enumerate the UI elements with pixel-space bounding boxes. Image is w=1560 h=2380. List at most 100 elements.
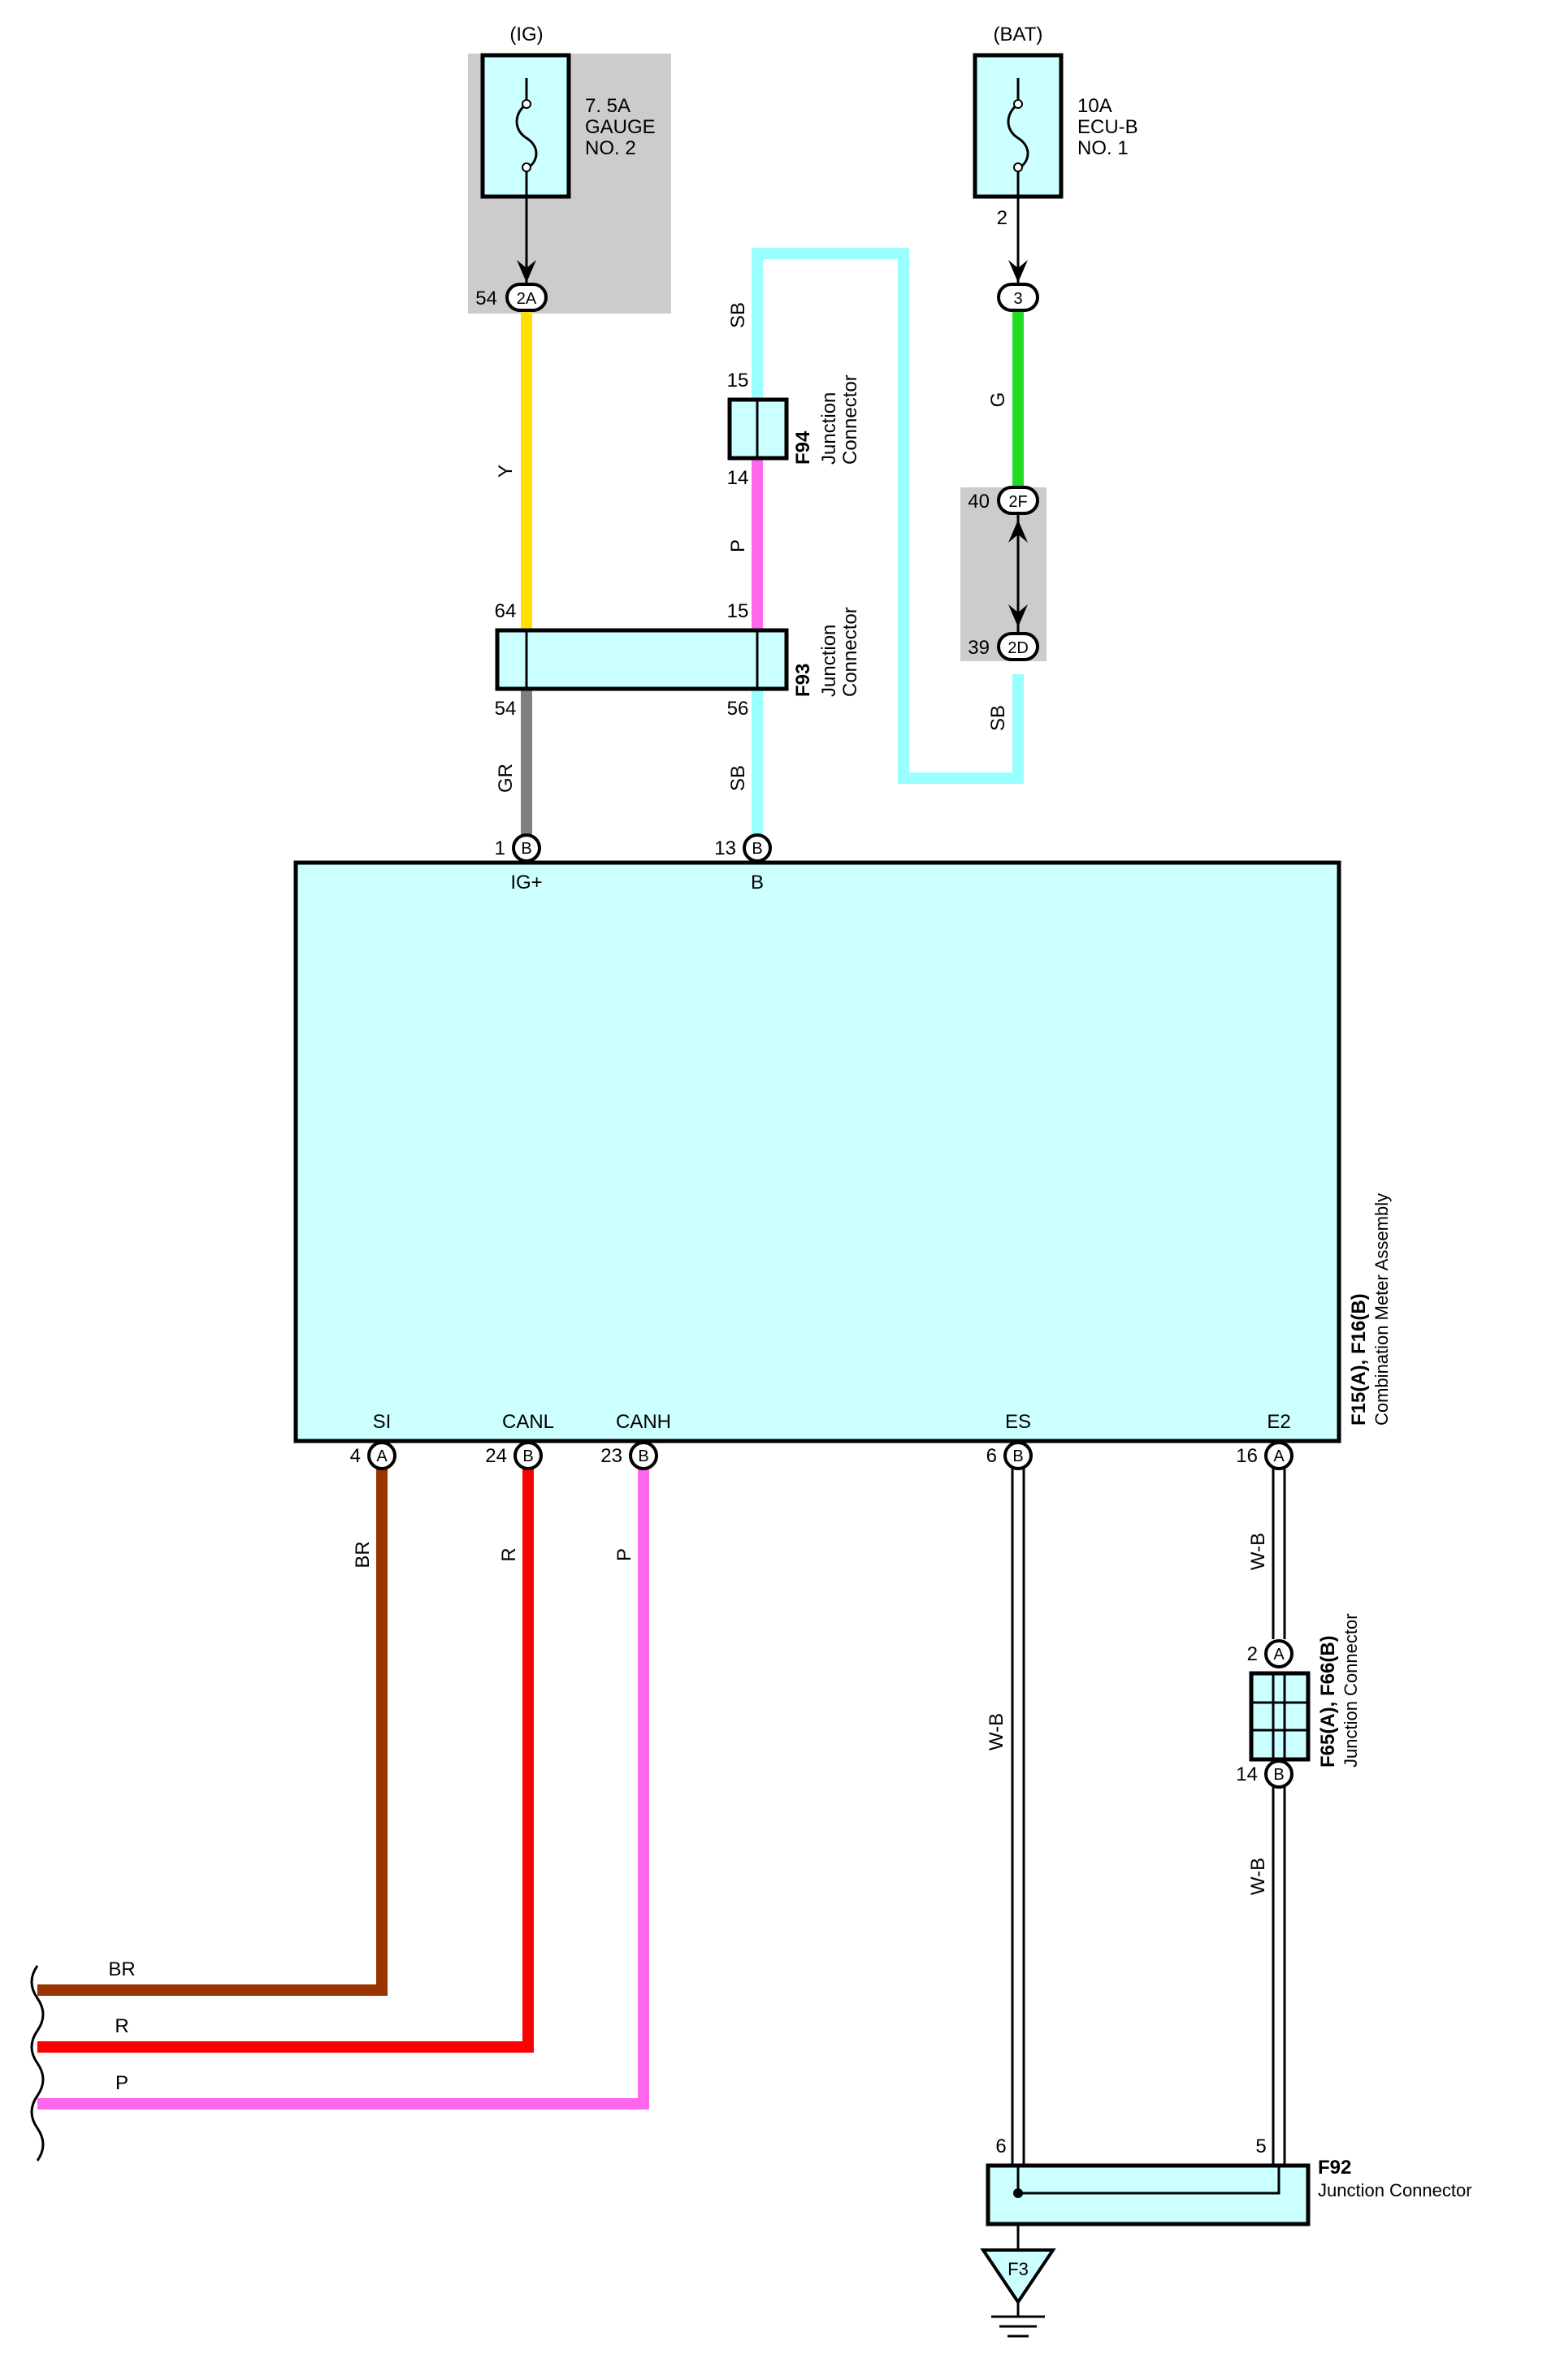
- wire-wb-e2-top: [1272, 1469, 1286, 1639]
- f65-pin-b-num: 14: [1236, 1763, 1258, 1785]
- f92-label: Junction Connector: [1318, 2180, 1472, 2200]
- wire-label-g: G: [987, 392, 1009, 408]
- f65-code: F65(A), F66(B): [1317, 1635, 1339, 1768]
- wire-label-p: P: [613, 1548, 635, 1561]
- connector-2f: [997, 486, 1039, 515]
- fuse-bat-rating: 10A: [1077, 95, 1112, 117]
- wire-wb-es: [1011, 1469, 1025, 2167]
- f93-pin-tr: 15: [727, 600, 749, 622]
- wire-p: [37, 1469, 649, 2110]
- wire-sb-loop: [752, 248, 1024, 784]
- fuse-bat: [973, 53, 1064, 288]
- fuse-bat-source: (BAT): [994, 24, 1043, 45]
- combination-meter-assembly: [293, 860, 1341, 1443]
- f93-pin-br: 56: [727, 698, 749, 720]
- connector-2a: [505, 283, 548, 312]
- meter-pin-e2-num: 16: [1236, 1445, 1258, 1467]
- fuse-ig-source: (IG): [509, 24, 543, 45]
- f65-pin-b: [1264, 1759, 1294, 1789]
- meter-name: Combination Meter Assembly: [1372, 1193, 1392, 1426]
- meter-pin-canl-signal: CANL: [502, 1411, 554, 1433]
- wire-label-gr: GR: [495, 764, 517, 793]
- connector-2d: [997, 632, 1039, 661]
- connector-2a-code: 2A: [517, 290, 537, 308]
- f93-code: F93: [792, 664, 814, 697]
- wire-label-r: R: [498, 1547, 520, 1561]
- meter-pin-e2: [1264, 1441, 1294, 1470]
- f65-pin-a-num: 2: [1247, 1643, 1258, 1665]
- wire-label-br: BR: [352, 1541, 374, 1568]
- wire-label-p-f94: P: [727, 539, 749, 552]
- fuse-ig-name: GAUGE: [585, 116, 656, 138]
- meter-pin-ig-num: 1: [495, 837, 505, 859]
- f65-pin-a-letter: A: [1273, 1646, 1285, 1664]
- meter-pin-es-letter: B: [1012, 1447, 1023, 1465]
- f92-code: F92: [1318, 2157, 1351, 2179]
- meter-pin-canl-num: 24: [485, 1445, 507, 1467]
- meter-pin-si-signal: SI: [373, 1411, 392, 1433]
- connector-2f-pin: 40: [968, 491, 990, 513]
- f65-pin-a: [1264, 1639, 1294, 1668]
- junction-f93: [495, 628, 789, 691]
- meter-pin-es-signal: ES: [1005, 1411, 1031, 1433]
- fuse-bat-name: ECU-B: [1077, 116, 1138, 138]
- wire-label-sb-f93: SB: [727, 765, 749, 791]
- meter-pin-canh: [629, 1441, 658, 1470]
- wire-wb-e2-bottom: [1272, 1787, 1286, 2167]
- f92-pin-r: 5: [1255, 2136, 1266, 2157]
- break-mark: [30, 1965, 45, 2161]
- meter-pin-canl: [514, 1441, 543, 1470]
- connector-3-code: 3: [1013, 290, 1022, 308]
- wire-label-wb-e2-bottom: W-B: [1247, 1858, 1269, 1895]
- wire-label-wb-es: W-B: [986, 1713, 1008, 1750]
- meter-pin-ig: [512, 833, 541, 863]
- meter-pin-ig-letter: B: [521, 840, 531, 858]
- meter-pin-e2-signal: E2: [1267, 1411, 1290, 1433]
- f94-pin-bottom: 14: [727, 467, 749, 489]
- connector-2d-code: 2D: [1008, 639, 1029, 657]
- wire-label-p-out: P: [115, 2072, 128, 2094]
- wire-label-y: Y: [495, 465, 517, 478]
- meter-pin-si-letter: A: [376, 1447, 388, 1465]
- meter-pin-e2-letter: A: [1273, 1447, 1285, 1465]
- wire-label-wb-e2-top: W-B: [1247, 1533, 1269, 1570]
- meter-pin-si: [367, 1441, 396, 1470]
- meter-pin-canh-num: 23: [600, 1445, 622, 1467]
- wire-label-sb-2d: SB: [987, 705, 1009, 731]
- meter-code: F15(A), F16(B): [1348, 1293, 1370, 1426]
- connector-2a-pin: 54: [475, 288, 497, 309]
- f94-pin-top: 15: [727, 370, 749, 392]
- wire-r: [37, 1469, 534, 2053]
- meter-pin-b-signal: B: [751, 872, 764, 894]
- fuse-ig-rating: 7. 5A: [585, 95, 630, 117]
- f93-label-1: Junction: [818, 625, 840, 697]
- f94-label-2: Connector: [839, 374, 861, 465]
- meter-pin-es-num: 6: [986, 1445, 997, 1467]
- meter-pin-b-letter: B: [752, 840, 762, 858]
- arrow-down: [1008, 604, 1028, 627]
- wire-label-r-out: R: [115, 2015, 128, 2037]
- fuse-bat-number: NO. 1: [1077, 137, 1129, 159]
- f65-pin-b-letter: B: [1273, 1766, 1284, 1784]
- meter-pin-canh-letter: B: [638, 1447, 648, 1465]
- meter-pin-b-num: 13: [714, 837, 736, 859]
- fuse-bat-pin: 2: [997, 207, 1008, 229]
- f94-code: F94: [792, 431, 814, 465]
- meter-pin-canl-letter: B: [522, 1447, 533, 1465]
- f94-label-1: Junction: [818, 392, 840, 465]
- ground-code: F3: [1008, 2259, 1029, 2279]
- connector-2f-code: 2F: [1008, 493, 1027, 511]
- f65-label: Junction Connector: [1341, 1613, 1361, 1768]
- wire-br: [37, 1469, 388, 1996]
- junction-f92: [986, 2163, 1311, 2226]
- ground-symbol: [980, 2248, 1056, 2338]
- wire-label-br-out: BR: [108, 1958, 135, 1980]
- junction-f65-f66: [1249, 1671, 1311, 1762]
- f92-pin-l: 6: [995, 2136, 1006, 2157]
- connector-3: [997, 283, 1039, 312]
- meter-pin-canh-signal: CANH: [616, 1411, 671, 1433]
- f92-bus: [1016, 2166, 1280, 2195]
- fuse-ig: [480, 53, 571, 288]
- f93-pin-tl: 64: [495, 600, 517, 622]
